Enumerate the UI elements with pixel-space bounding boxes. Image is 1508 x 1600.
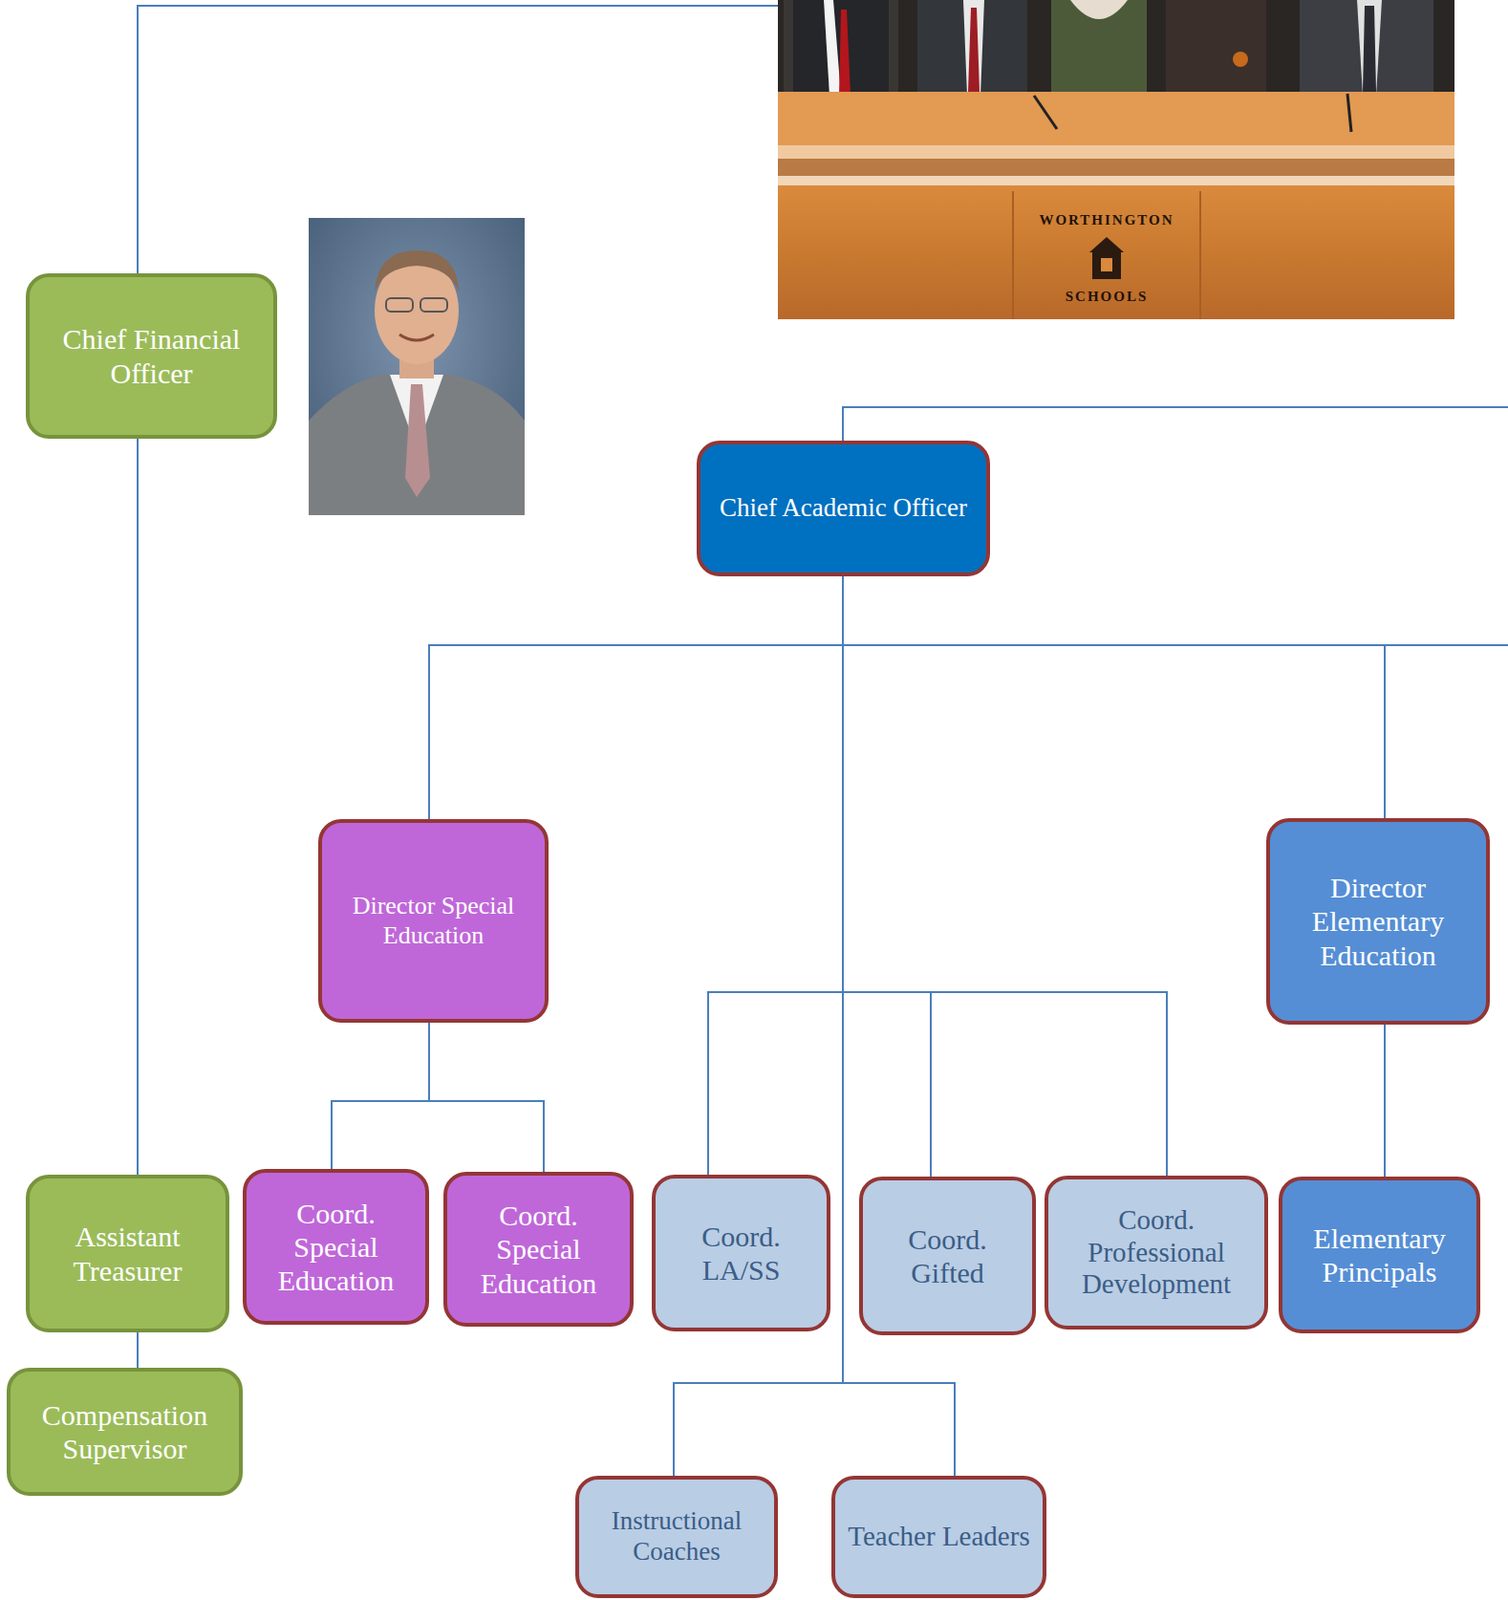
- org-connector: [331, 1022, 430, 1169]
- box-title: Instructional Coaches: [588, 1506, 765, 1567]
- box-title: Chief Academic Officer: [719, 493, 968, 524]
- box-title: Coord. Special Education: [256, 1196, 416, 1297]
- box-title: Elementary Principals: [1292, 1221, 1467, 1289]
- box-title: Compensation Supervisor: [20, 1398, 230, 1465]
- box-title: Coord. Professional Development: [1057, 1204, 1255, 1302]
- box-title: Assistant Treasurer: [39, 1219, 216, 1287]
- box-title: Coord. Gifted: [872, 1222, 1023, 1290]
- org-connector: [842, 576, 931, 1177]
- org-box: Teacher Leaders: [831, 1475, 1047, 1598]
- box-title: Chief Financial Officer: [39, 322, 264, 389]
- podium-logo-text: WORTHINGTON: [1038, 212, 1174, 229]
- org-box: Coord. Special Education: [443, 1171, 634, 1327]
- org-connector: [1383, 1024, 1386, 1177]
- org-connector: [136, 1332, 139, 1368]
- org-box: Assistant Treasurer: [25, 1174, 230, 1333]
- org-box: Coord. Professional Development: [1044, 1175, 1269, 1330]
- org-box: Chief Financial Officer: [25, 273, 278, 439]
- org-box: Director Special Education: [318, 818, 549, 1023]
- podium-logo-text: SCHOOLS: [1065, 288, 1149, 305]
- box-title: Coord. Special Education: [456, 1198, 621, 1299]
- box-title: Teacher Leaders: [847, 1520, 1030, 1553]
- org-box: Compensation Supervisor: [6, 1367, 243, 1496]
- org-box: Instructional Coaches: [575, 1475, 778, 1598]
- org-connector: [842, 576, 1385, 819]
- org-box: Coord. Special Education: [242, 1168, 430, 1325]
- board-photo: [777, 0, 1455, 320]
- org-connector: [842, 576, 955, 1476]
- org-box: Elementary Principals: [1278, 1176, 1481, 1334]
- org-lines: [137, 5, 1508, 646]
- box-title: Coord. LA/SS: [665, 1219, 818, 1287]
- org-connector: [136, 438, 139, 1175]
- org-box: Coord. Gifted: [859, 1176, 1036, 1336]
- box-title: Director Elementary Education: [1279, 870, 1477, 971]
- org-box: Chief Academic Officer: [696, 440, 991, 577]
- org-connector: [429, 1022, 544, 1172]
- headshot-photo: [308, 217, 525, 516]
- org-connector: [708, 576, 843, 1175]
- org-box: Director Elementary Education: [1266, 818, 1490, 1025]
- org-connector: [842, 576, 1167, 1176]
- box-title: Director Special Education: [331, 891, 536, 950]
- org-connector: [429, 576, 843, 819]
- org-box: Coord. LA/SS: [651, 1174, 831, 1332]
- org-connector: [673, 576, 843, 1476]
